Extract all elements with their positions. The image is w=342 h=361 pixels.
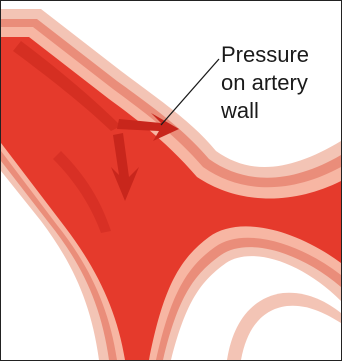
callout-leader-line bbox=[161, 59, 219, 125]
pressure-callout-label: Pressure on artery wall bbox=[221, 41, 341, 125]
